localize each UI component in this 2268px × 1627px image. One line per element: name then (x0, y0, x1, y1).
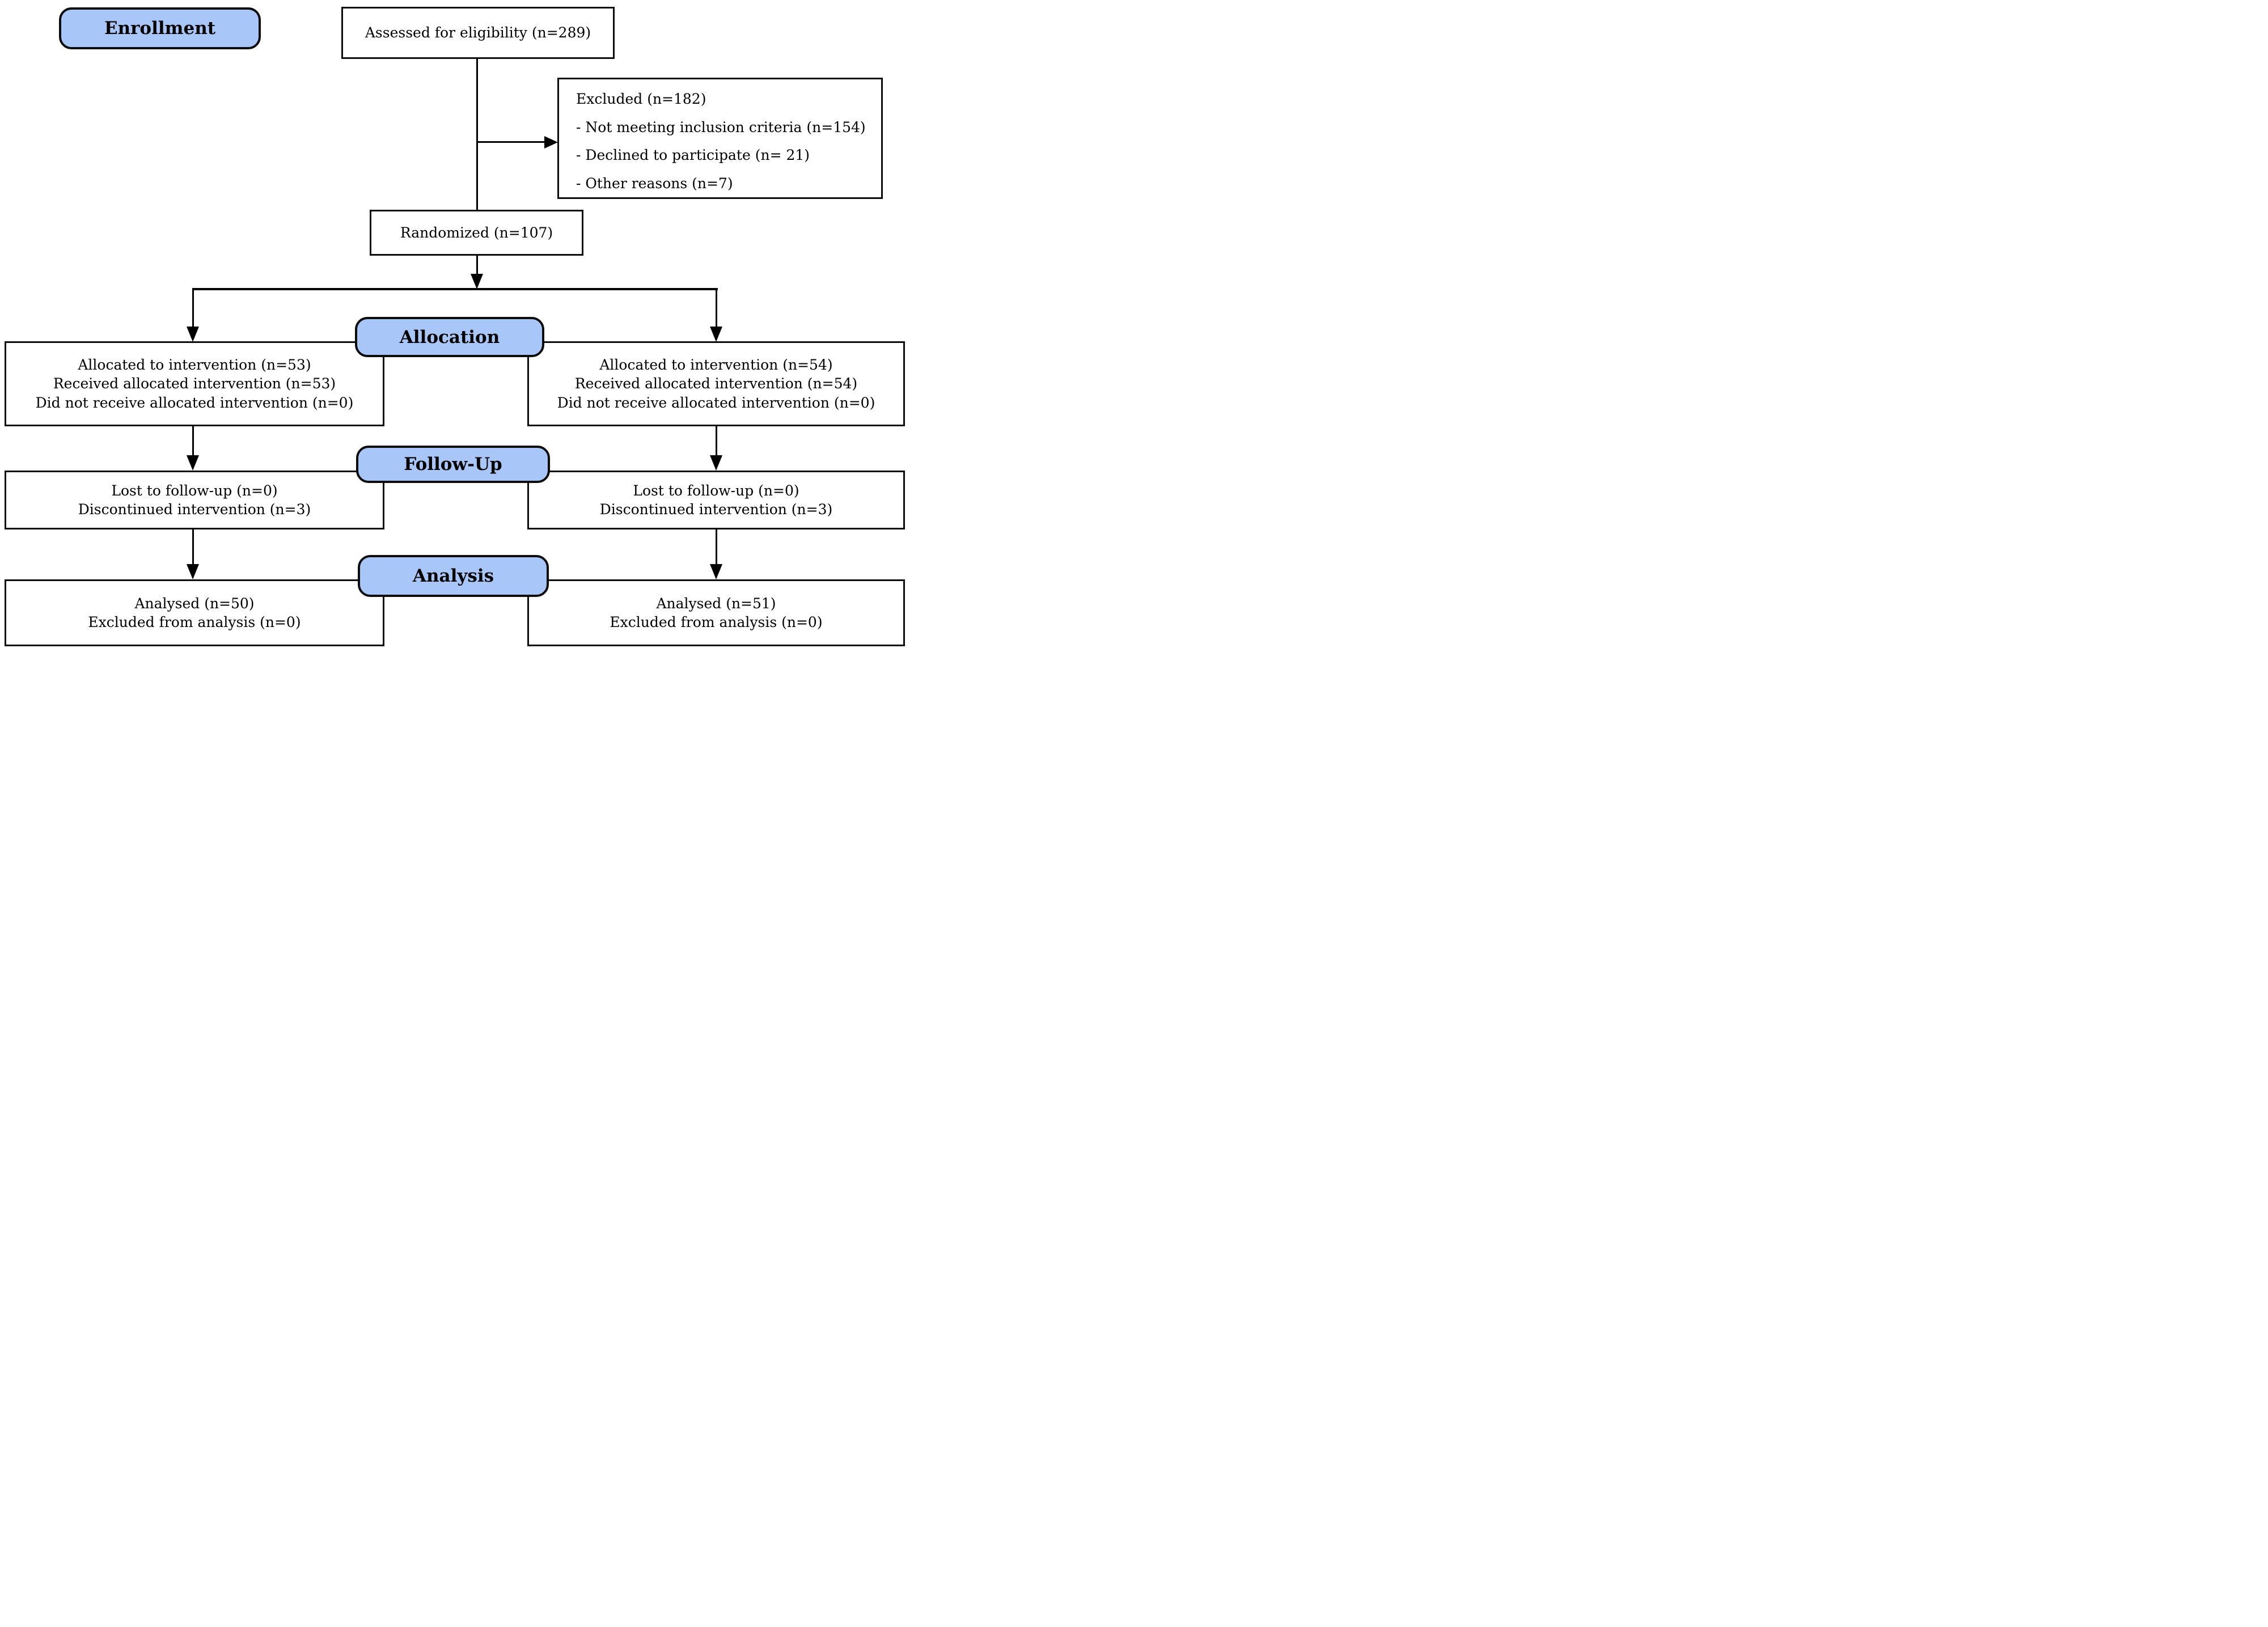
connector-allocation-to-followup-left (192, 426, 194, 456)
excluded-reason-inclusion: - Not meeting inclusion criteria (n=154) (576, 118, 866, 135)
analysis-right-line2: Excluded from analysis (n=0) (610, 614, 823, 630)
box-excluded: Excluded (n=182) - Not meeting inclusion… (557, 78, 883, 199)
box-allocation-left: Allocated to intervention (n=53) Receive… (5, 341, 384, 426)
box-analysis-left: Analysed (n=50) Excluded from analysis (… (5, 579, 384, 646)
connector-branch-to-excluded (476, 141, 547, 143)
arrowhead-analysis-left (187, 564, 199, 579)
connector-branch-to-allocation-left (192, 290, 194, 327)
connector-branch-to-allocation-right (716, 290, 717, 327)
box-assessed-for-eligibility: Assessed for eligibility (n=289) (341, 7, 615, 59)
arrowhead-analysis-right (710, 564, 722, 579)
allocation-right-line2: Received allocated intervention (n=54) (574, 375, 858, 392)
excluded-title: Excluded (n=182) (576, 91, 706, 107)
arrowhead-followup-right (710, 455, 722, 471)
consort-flow-diagram: Enrollment Assessed for eligibility (n=2… (0, 0, 907, 651)
arrowhead-allocation-right (710, 327, 722, 342)
stage-enrollment: Enrollment (59, 7, 261, 49)
box-analysis-right: Analysed (n=51) Excluded from analysis (… (527, 579, 905, 646)
box-followup-right: Lost to follow-up (n=0) Discontinued int… (527, 471, 905, 529)
followup-right-line2: Discontinued intervention (n=3) (599, 501, 833, 518)
stage-analysis: Analysis (358, 555, 549, 597)
allocation-right-line3: Did not receive allocated intervention (… (557, 394, 875, 411)
arrowhead-excluded (544, 136, 558, 149)
allocation-left-line1: Allocated to intervention (n=53) (78, 356, 311, 373)
box-followup-left: Lost to follow-up (n=0) Discontinued int… (5, 471, 384, 529)
connector-allocation-to-followup-right (716, 426, 717, 456)
allocation-left-line2: Received allocated intervention (n=53) (53, 375, 336, 392)
followup-right-line1: Lost to follow-up (n=0) (633, 482, 799, 499)
stage-followup: Follow-Up (356, 446, 550, 483)
assessed-text: Assessed for eligibility (n=289) (365, 24, 591, 41)
allocation-left-line3: Did not receive allocated intervention (… (35, 394, 354, 411)
arrowhead-allocation-left (187, 327, 199, 342)
box-randomized: Randomized (n=107) (370, 210, 583, 256)
excluded-reason-declined: - Declined to participate (n= 21) (576, 147, 810, 163)
followup-left-line1: Lost to follow-up (n=0) (111, 482, 278, 499)
randomized-text: Randomized (n=107) (400, 224, 553, 241)
analysis-left-line1: Analysed (n=50) (134, 595, 255, 612)
allocation-right-line1: Allocated to intervention (n=54) (599, 356, 833, 373)
followup-left-line2: Discontinued intervention (n=3) (78, 501, 311, 518)
connector-followup-to-analysis-right (716, 529, 717, 565)
excluded-reason-other: - Other reasons (n=7) (576, 175, 733, 192)
stage-allocation: Allocation (355, 317, 544, 357)
analysis-left-line2: Excluded from analysis (n=0) (88, 614, 301, 630)
branch-distribution-line (192, 288, 718, 290)
arrowhead-branchline (471, 274, 483, 289)
analysis-right-line1: Analysed (n=51) (656, 595, 776, 612)
connector-followup-to-analysis-left (192, 529, 194, 565)
box-allocation-right: Allocated to intervention (n=54) Receive… (527, 341, 905, 426)
arrowhead-followup-left (187, 455, 199, 471)
connector-randomized-to-branchline (476, 256, 478, 275)
connector-assessed-to-randomized (476, 59, 478, 210)
